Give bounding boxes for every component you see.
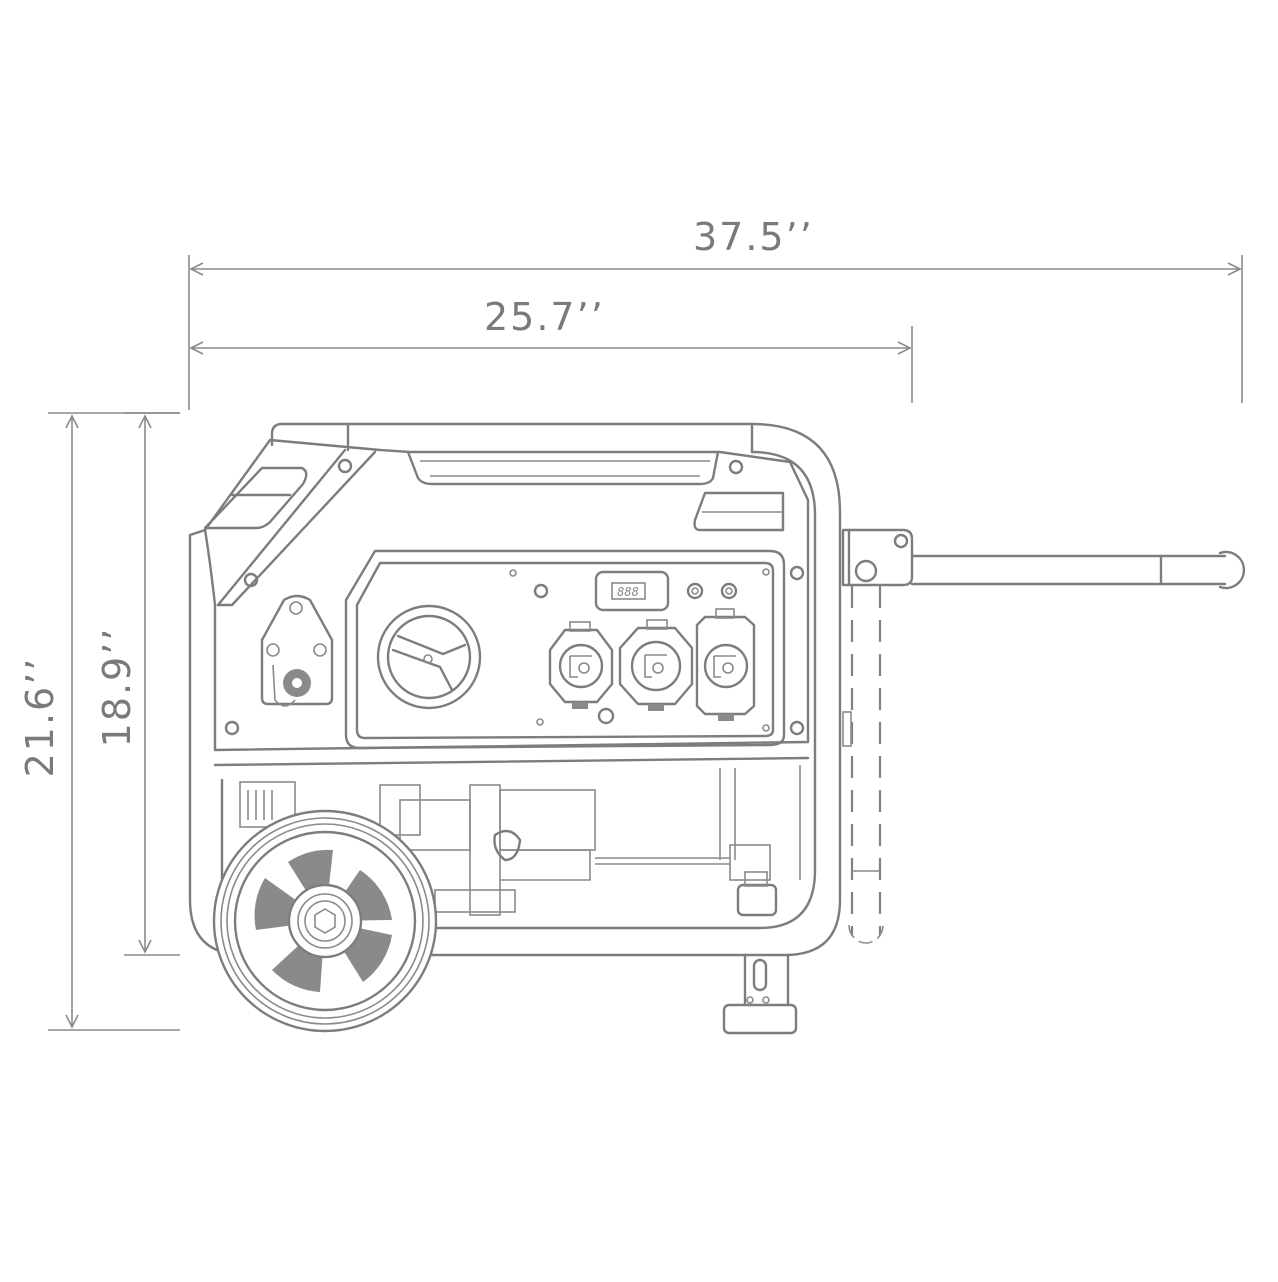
rv-outlet [695,608,756,721]
twist-lock-outlet-2 [618,619,694,711]
frame-height-label: 18.9’’ [95,626,139,748]
extended-handle-icon [841,528,1246,590]
control-panel: 888 [344,549,786,750]
folded-handle-icon [842,586,884,944]
wheel-icon [212,809,438,1033]
twist-lock-outlet-1 [548,621,614,709]
frame [188,422,842,957]
engine [220,765,801,917]
overall-height-label: 21.6’’ [18,656,62,778]
svg-text:888: 888 [617,585,639,599]
dimension-lines [48,255,1243,1031]
rubber-foot [722,953,798,1035]
fuel-gauge-icon [376,604,482,710]
body-shell [203,438,810,767]
body-length-label: 25.7’’ [484,295,605,339]
overall-length-label: 37.5’’ [693,215,814,259]
digital-meter-icon: 888 [594,570,670,612]
ignition-plate [260,594,334,707]
